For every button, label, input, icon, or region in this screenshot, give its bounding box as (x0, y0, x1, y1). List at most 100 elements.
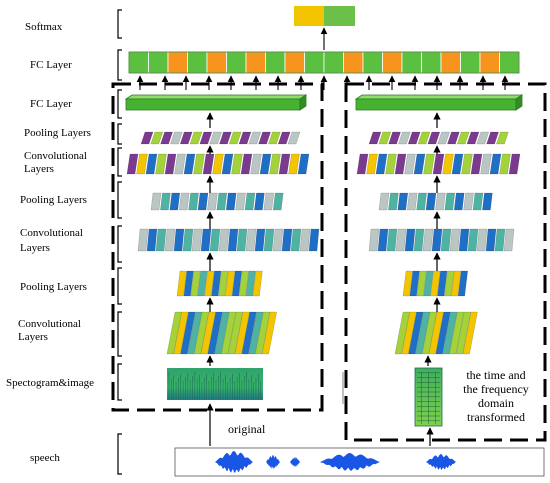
brace-conv3 (117, 311, 122, 357)
feature-map-slice (421, 311, 438, 355)
feature-map-slice (150, 131, 164, 145)
feature-map-slice (146, 228, 158, 252)
feature-map-slice (227, 311, 244, 355)
feature-map-slice (395, 228, 407, 252)
fc-top-cell (148, 51, 169, 74)
feature-map-slice (228, 131, 242, 145)
feature-map-slice (432, 153, 445, 175)
feature-map-slice (462, 311, 478, 355)
fc-top-outline (128, 51, 520, 74)
feature-map-slice (442, 311, 458, 355)
fc-top-arrows (136, 27, 509, 90)
feature-map-slice (398, 131, 411, 145)
feature-map-slice (248, 311, 264, 355)
fc-top-cell (401, 51, 422, 74)
feature-map-slice (299, 228, 311, 252)
feature-map-slice (136, 153, 148, 175)
feature-map-slice (199, 131, 213, 145)
fc-top-cell (245, 51, 266, 74)
feature-map-slice (221, 311, 237, 355)
feature-map-slice (272, 192, 284, 211)
brace-pool1 (117, 123, 122, 145)
softmax-cell-yellow (294, 6, 324, 26)
feature-map-slice (174, 153, 186, 175)
feature-map-slice (252, 270, 263, 297)
feature-map-slice (182, 228, 194, 252)
label-conv3-b: Layers (18, 331, 48, 343)
feature-map-slice (437, 131, 450, 145)
feature-map-slice (453, 192, 465, 211)
spectrogram-image (167, 368, 263, 400)
brace-speech (117, 433, 122, 475)
feature-map-slice (356, 153, 369, 175)
softmax-cell-green (324, 6, 355, 26)
feature-map-slice (422, 228, 434, 252)
feature-map-slice (225, 270, 236, 297)
feature-map-slice (218, 228, 230, 252)
feature-map-slice (169, 192, 181, 211)
feature-map-slice (231, 153, 243, 175)
feature-map-slice (442, 153, 454, 175)
row-braces (117, 9, 122, 475)
feature-map-slice (451, 270, 462, 297)
fc-top-cell (304, 51, 325, 74)
feature-map-slice (137, 228, 149, 252)
fc-top-cell (284, 51, 305, 74)
brace-pool2 (117, 181, 122, 219)
feature-map-slice (413, 153, 426, 175)
feature-map-slice (227, 228, 239, 252)
feature-map-slice (377, 228, 389, 252)
feature-map-slice (378, 192, 390, 211)
feature-map-slice (486, 131, 499, 145)
feature-map-slice (216, 192, 228, 211)
feature-map-slice (413, 228, 425, 252)
feature-map-slice (430, 270, 441, 297)
feature-map-slice (245, 270, 256, 297)
feature-map-slice (180, 311, 196, 355)
feature-map-slice (444, 270, 455, 297)
speech-waveform-segment (426, 454, 456, 470)
speech-waveform-segment (320, 453, 380, 471)
feature-map-slice (202, 153, 215, 175)
feature-map-slice (263, 192, 275, 211)
feature-map-slice (221, 153, 234, 175)
feature-map-slice (281, 228, 293, 252)
feature-map-slice (187, 311, 203, 355)
feature-map-slice (388, 192, 399, 211)
feature-map-slice (366, 153, 378, 175)
speech-waveform (215, 451, 456, 473)
right-branch-stacks (356, 131, 521, 355)
feature-map-slice (308, 228, 320, 252)
label-conv1-b: Layers (24, 163, 54, 175)
feature-map-slice (297, 153, 310, 175)
feature-map-slice (254, 192, 265, 211)
feature-map-slice (407, 131, 421, 145)
label-softmax: Softmax (25, 21, 63, 33)
feature-map-slice (386, 228, 398, 252)
label-conv2-a: Convolutional (20, 227, 83, 239)
brace-softmax (117, 9, 122, 39)
feature-map-slice (225, 192, 237, 211)
label-pool2: Pooling Layers (20, 194, 87, 206)
feature-map-slice (461, 153, 473, 175)
brace-pool3 (117, 267, 122, 305)
fc-top-cell (226, 51, 247, 74)
annotation-transformed-line2: the frequency (463, 382, 529, 396)
label-spectrogram: Spectogram&image (6, 377, 94, 389)
right-branch-dashed-box (344, 82, 547, 442)
feature-map-slice (404, 228, 416, 252)
feature-map-slice (476, 228, 488, 252)
label-conv3-a: Convolutional (18, 318, 81, 330)
fc-top-cell (421, 51, 442, 74)
feature-map-slice (207, 192, 218, 211)
label-pool1: Pooling Layers (24, 127, 91, 139)
brace-conv1 (117, 147, 122, 177)
feature-map-slice (508, 153, 521, 175)
feature-map-slice (245, 228, 257, 252)
feature-map-slice (193, 153, 205, 175)
fc-top-cell (187, 51, 208, 74)
feature-map-slice (258, 131, 271, 145)
feature-map-slice (385, 153, 397, 175)
feature-map-slice (214, 311, 230, 355)
feature-map-slice (431, 228, 443, 252)
